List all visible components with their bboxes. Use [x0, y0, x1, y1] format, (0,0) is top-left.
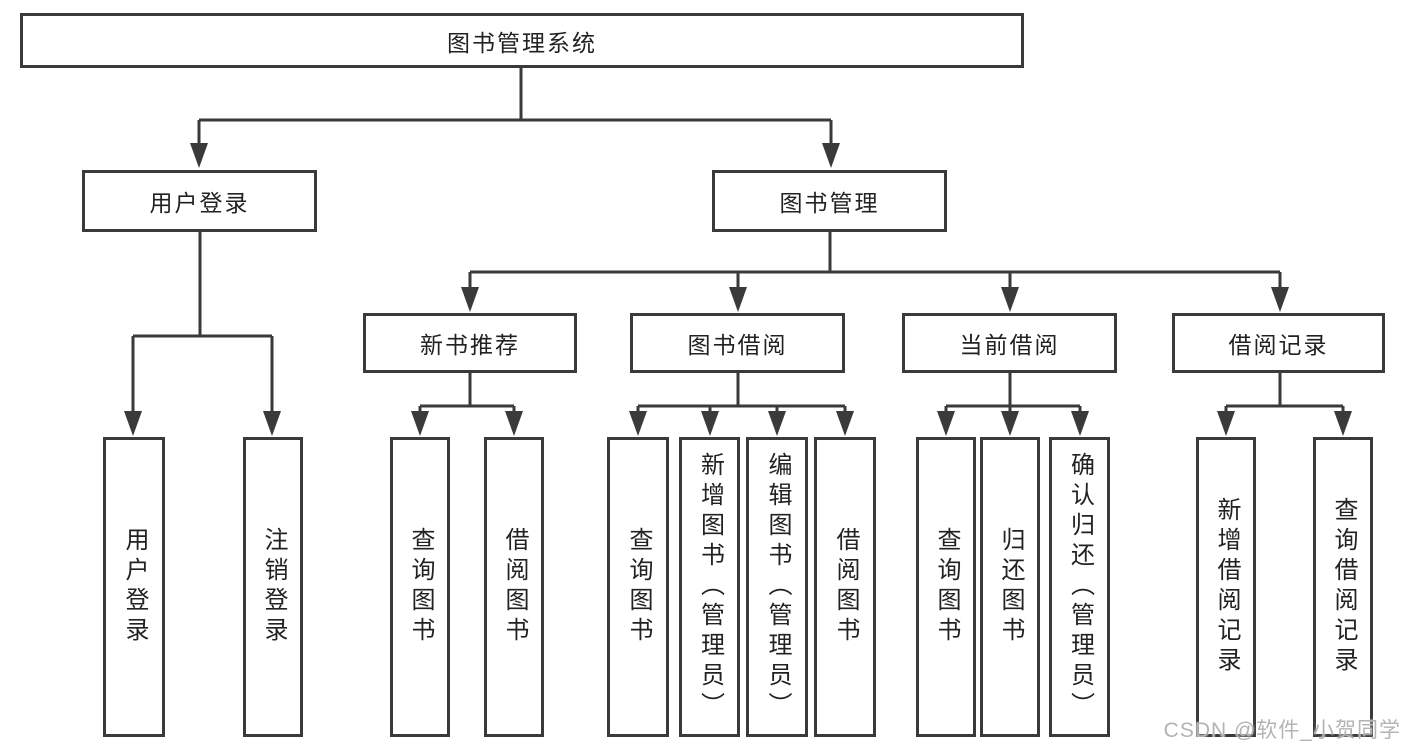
- leaf-return-books: 归还图书: [980, 437, 1040, 737]
- leaf-label: 借阅图书: [832, 527, 859, 647]
- node-current-borrow: 当前借阅: [902, 313, 1117, 373]
- node-label: 图书管理: [779, 190, 880, 216]
- leaf-label: 查询借阅记录: [1330, 497, 1357, 677]
- leaf-label: 查询图书: [933, 527, 960, 647]
- leaf-borrow-books: 借阅图书: [814, 437, 876, 737]
- leaf-label: 确认归还（管理员）: [1066, 452, 1094, 722]
- leaf-user-login: 用户登录: [103, 437, 165, 737]
- leaf-label: 编辑图书（管理员）: [764, 452, 791, 722]
- leaf-label: 借阅图书: [501, 527, 528, 647]
- leaf-edit-books-admin: 编辑图书（管理员）: [746, 437, 808, 737]
- leaf-borrow-books-recommend: 借阅图书: [484, 437, 544, 737]
- node-label: 图书管理系统: [447, 29, 597, 56]
- arrowheads: [124, 143, 1352, 436]
- node-label: 用户登录: [149, 190, 250, 216]
- leaf-label: 用户登录: [121, 527, 148, 647]
- node-label: 当前借阅: [959, 332, 1060, 358]
- leaf-label: 注销登录: [260, 527, 287, 647]
- node-user-login: 用户登录: [82, 170, 317, 232]
- leaf-add-borrow-record: 新增借阅记录: [1196, 437, 1256, 737]
- leaf-add-books-admin: 新增图书（管理员）: [679, 437, 740, 737]
- node-label: 新书推荐: [420, 332, 520, 358]
- node-label: 借阅记录: [1228, 332, 1329, 358]
- leaf-query-books-current: 查询图书: [916, 437, 976, 737]
- leaf-query-books-recommend: 查询图书: [390, 437, 450, 737]
- node-borrow-records: 借阅记录: [1172, 313, 1385, 373]
- leaf-label: 查询图书: [625, 527, 652, 647]
- node-label: 图书借阅: [687, 332, 788, 358]
- leaf-logout: 注销登录: [243, 437, 303, 737]
- node-book-borrow: 图书借阅: [630, 313, 845, 373]
- csdn-watermark: CSDN @软件_小贺同学: [1163, 719, 1401, 742]
- node-new-book-recommend: 新书推荐: [363, 313, 577, 373]
- leaf-query-books-borrow: 查询图书: [607, 437, 669, 737]
- leaf-confirm-return-admin: 确认归还（管理员）: [1049, 437, 1110, 737]
- leaf-label: 归还图书: [997, 527, 1024, 647]
- node-library-management-system: 图书管理系统: [20, 13, 1024, 68]
- leaf-label: 新增借阅记录: [1213, 497, 1240, 677]
- leaf-label: 查询图书: [407, 527, 434, 647]
- node-book-management: 图书管理: [712, 170, 947, 232]
- leaf-query-borrow-record: 查询借阅记录: [1313, 437, 1373, 737]
- leaf-label: 新增图书（管理员）: [696, 452, 724, 722]
